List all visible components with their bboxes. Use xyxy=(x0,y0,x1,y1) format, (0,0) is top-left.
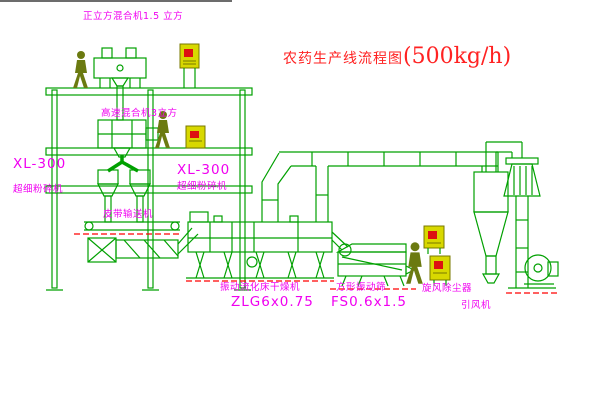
control-panel-right-upper xyxy=(423,225,445,254)
worker-figure-sieve xyxy=(406,242,423,284)
control-panel-right-lower xyxy=(429,255,451,286)
control-panel-roof xyxy=(179,43,200,88)
label-cyclone: 旋风除尘器 xyxy=(422,283,473,294)
label-dryer-model: ZLG6x0.75 xyxy=(231,294,314,310)
label-crusher-mid-name: 超细粉碎机 xyxy=(177,181,228,192)
vibrating-sieve xyxy=(331,231,416,287)
label-crusher-left-model: XL-300 xyxy=(13,156,67,172)
crusher-assembly xyxy=(97,155,151,223)
foundation-lines xyxy=(74,233,558,294)
label-crusher-mid-model: XL-300 xyxy=(177,162,231,178)
diagram-title-capacity: (500kg/h) xyxy=(403,44,512,69)
label-dryer-name: 振动流化床干燥机 xyxy=(220,282,301,293)
fluid-bed-dryer xyxy=(186,211,334,279)
exhaust-stack xyxy=(503,157,556,289)
worker-figure-roof xyxy=(73,51,88,88)
high-speed-mixer xyxy=(97,119,159,158)
label-sieve-model: FS0.6x1.5 xyxy=(331,294,408,310)
label-high-speed-mixer: 高速混合机3立方 xyxy=(101,108,178,119)
label-sieve-name: 方形振动筛 xyxy=(336,282,387,293)
label-belt-conveyor: 皮带输送机 xyxy=(103,209,154,220)
cyclone-separator xyxy=(473,141,523,284)
exhaust-duct xyxy=(261,151,499,222)
building-frame xyxy=(45,87,253,291)
diagram-title: 农药生产线流程图(500kg/h) xyxy=(283,44,511,69)
control-panel-level2 xyxy=(185,125,206,149)
ground-feeder xyxy=(87,227,199,263)
label-cube-mixer: 正立方混合机1.5 立方 xyxy=(83,11,184,22)
diagram-title-text: 农药生产线流程图 xyxy=(283,51,403,67)
belt-conveyor-machine xyxy=(84,221,180,231)
cube-mixer xyxy=(93,47,147,121)
label-crusher-left-name: 超细粉碎机 xyxy=(13,184,64,195)
label-fan: 引风机 xyxy=(461,300,492,311)
induced-draft-fan xyxy=(524,254,559,285)
